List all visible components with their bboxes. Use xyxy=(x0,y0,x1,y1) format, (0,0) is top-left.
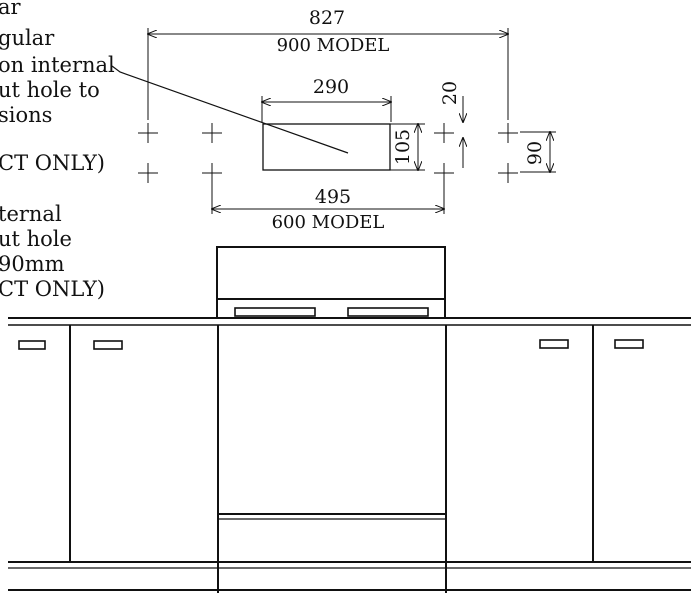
crosshair-mark xyxy=(498,163,518,183)
side-note-line: ar xyxy=(0,0,22,19)
dimension-side-depth: 90 xyxy=(520,132,556,172)
cutout-rectangle xyxy=(262,123,391,171)
rangehood-vent-right xyxy=(347,307,429,317)
dimension-20-label: 20 xyxy=(439,81,461,105)
side-note-line: gular xyxy=(0,26,55,50)
fixing-marks xyxy=(138,123,518,183)
dimension-90-label: 90 xyxy=(524,141,546,165)
cabinet-handle xyxy=(614,339,644,349)
side-note-line: CT ONLY) xyxy=(0,277,105,301)
crosshair-mark xyxy=(138,163,158,183)
rangehood-vent-left xyxy=(234,307,316,317)
side-note-top: ar gular on internal ut hole to sions CT… xyxy=(0,0,115,175)
crosshair-mark xyxy=(434,163,454,183)
cabinet-handle xyxy=(93,340,123,350)
plinth xyxy=(8,561,691,591)
dimension-hole-width: 290 xyxy=(262,76,391,122)
dimension-495-label: 495 xyxy=(315,186,351,208)
crosshair-mark xyxy=(434,123,454,143)
dimension-top-offset: 20 xyxy=(439,81,463,168)
crosshair-mark xyxy=(498,123,518,143)
leader-line xyxy=(111,65,349,154)
rangehood xyxy=(216,246,446,318)
dimension-900-model: 827 900 MODEL xyxy=(148,7,508,120)
oven-unit xyxy=(218,513,446,520)
crosshair-mark xyxy=(202,163,222,183)
dimension-hole-height: 105 xyxy=(390,124,425,170)
cabinet-handle xyxy=(539,339,569,349)
side-note-line: on internal xyxy=(0,53,115,77)
side-note-line: ut hole to xyxy=(0,78,100,102)
side-note-line: CT ONLY) xyxy=(0,151,105,175)
side-note-line: ut hole xyxy=(0,227,72,251)
dimension-600-model: 495 600 MODEL xyxy=(212,183,444,233)
model-900-label: 900 MODEL xyxy=(277,35,390,56)
side-note-line: ternal xyxy=(0,202,62,226)
dimension-290-label: 290 xyxy=(313,76,349,98)
cabinet-handle xyxy=(18,340,46,350)
side-note-line: sions xyxy=(0,103,52,127)
side-note-bottom: ternal ut hole 90mm CT ONLY) xyxy=(0,202,105,301)
side-note-line: 90mm xyxy=(0,252,65,276)
benchtop xyxy=(8,317,691,326)
dimension-827-label: 827 xyxy=(309,7,345,29)
dimension-105-label: 105 xyxy=(392,129,414,165)
crosshair-mark xyxy=(138,123,158,143)
model-600-label: 600 MODEL xyxy=(272,212,385,233)
crosshair-mark xyxy=(202,123,222,143)
cabinets xyxy=(18,325,644,593)
